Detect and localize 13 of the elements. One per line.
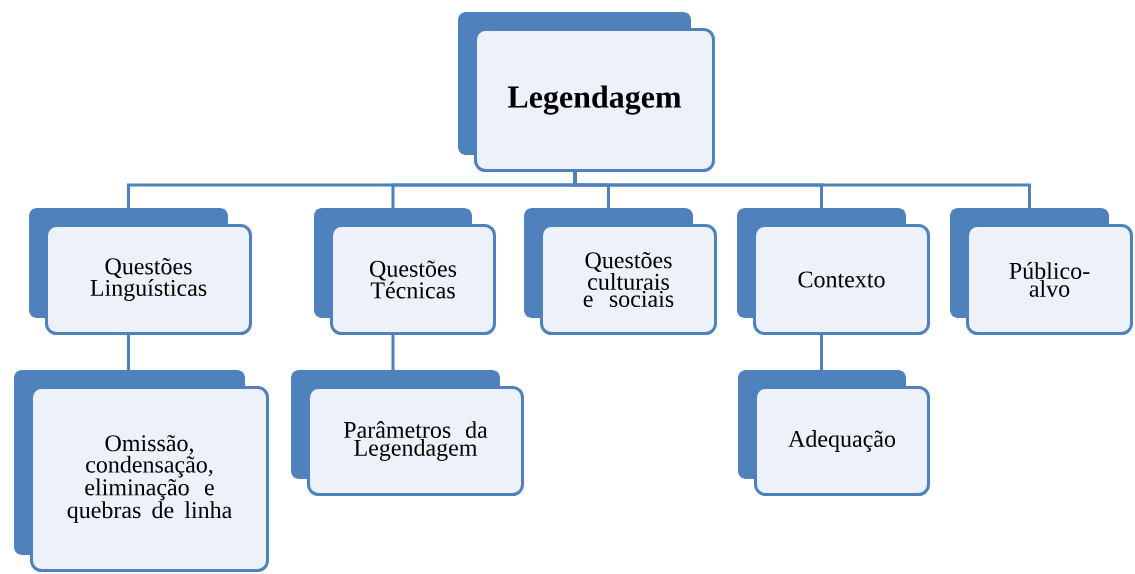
connector	[573, 172, 1031, 208]
title-box: Legendagem	[458, 12, 715, 172]
topic-box: Questões Linguísticas	[29, 208, 252, 335]
topic-box: Parâmetros da Legendagem	[291, 370, 524, 496]
connector	[127, 335, 130, 370]
topic-box: Questões culturais e sociais	[524, 208, 717, 335]
topic-box: Público-alvo	[950, 208, 1133, 335]
topic-box: Omissão, condensação, eliminação e quebras de linha	[14, 370, 269, 572]
topic-box: Contexto	[737, 208, 930, 335]
topic-box: Adequação	[738, 370, 930, 496]
connector	[820, 335, 823, 370]
topic-box: Questões Técnicas	[314, 208, 496, 335]
connector	[391, 335, 395, 370]
